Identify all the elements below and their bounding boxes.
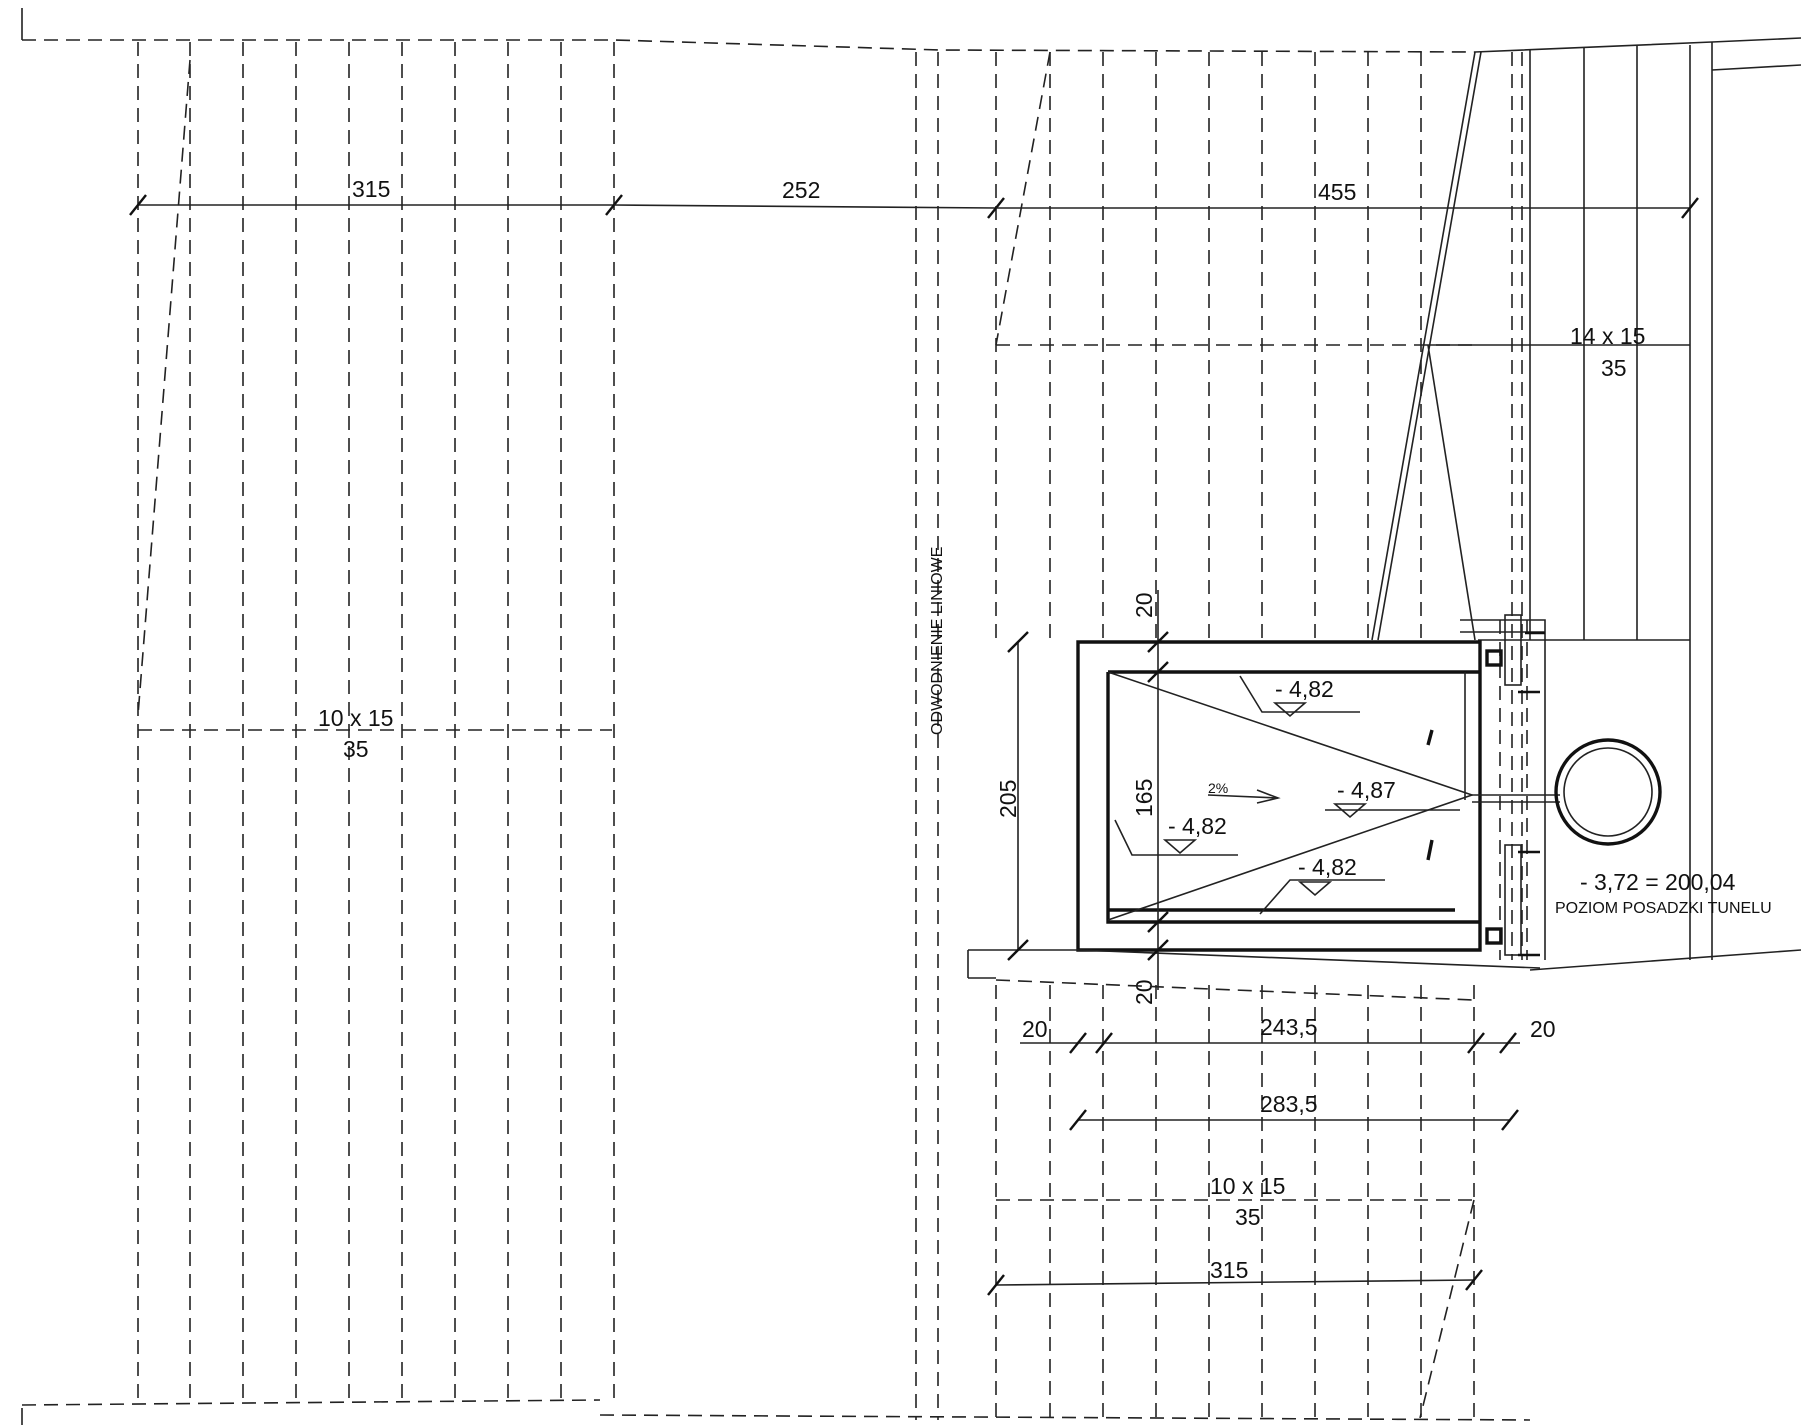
- right-stair-count: 14 x 15: [1570, 323, 1645, 349]
- dim-20-left-label: 20: [1022, 1016, 1048, 1042]
- right-stair: [1371, 37, 1801, 971]
- manhole-circle: [1554, 738, 1662, 846]
- left-stair-label: 10 x 15 35: [318, 705, 393, 762]
- left-stair-depth: 35: [343, 736, 369, 762]
- dim-252: 252: [613, 177, 1005, 219]
- bottom-stair-label: 10 x 15 35: [1210, 1173, 1285, 1230]
- dim-283-5-label: 283,5: [1260, 1091, 1318, 1117]
- dim-243-5: 20 243,5 20: [1020, 1014, 1556, 1054]
- level-left-label: - 4,82: [1168, 813, 1227, 839]
- drainage-channel: [915, 52, 939, 1420]
- dim-20-bottom-label: 20: [1131, 979, 1157, 1005]
- bottom-stair-count: 10 x 15: [1210, 1173, 1285, 1199]
- dim-455-label: 455: [1318, 179, 1356, 205]
- dim-315-bottom-label: 315: [1210, 1257, 1248, 1283]
- middle-stair-treads: [995, 51, 1475, 640]
- outer-boundary: [21, 39, 1531, 1421]
- dim-165: 165 20 20: [1131, 590, 1169, 1005]
- slope-label: 2%: [1208, 780, 1228, 796]
- dim-283-5: 283,5: [1069, 1091, 1519, 1131]
- dim-205-label: 205: [995, 780, 1021, 818]
- tunnel-floor-label: POZIOM POSADZKI TUNELU: [1555, 900, 1772, 917]
- level-markers: [1162, 702, 1368, 897]
- dim-315-bottom: 315: [987, 1257, 1483, 1296]
- tunnel-level-label: - 3,72 = 200,04: [1580, 869, 1736, 895]
- level-bottom-label: - 4,82: [1298, 854, 1357, 880]
- dim-20-right-label: 20: [1530, 1016, 1556, 1042]
- dim-455: 455: [996, 179, 1699, 219]
- pipe-connection: [1460, 614, 1560, 960]
- right-stair-depth: 35: [1601, 355, 1627, 381]
- dim-205: 205: [995, 631, 1029, 961]
- dim-243-5-label: 243,5: [1260, 1014, 1318, 1040]
- dim-20-top-label: 20: [1131, 592, 1157, 618]
- level-top-label: - 4,82: [1275, 676, 1334, 702]
- base-slab: [967, 949, 1541, 979]
- left-stair-count: 10 x 15: [318, 705, 393, 731]
- dim-165-label: 165: [1131, 779, 1157, 817]
- dim-315-top-label: 315: [352, 176, 390, 202]
- level-center-label: - 4,87: [1337, 777, 1396, 803]
- bottom-stair-depth: 35: [1235, 1204, 1261, 1230]
- drainage-label: ODWODNIENIE LINIOWE: [929, 547, 946, 735]
- bottom-stair-treads: [995, 979, 1475, 1419]
- dim-315-top: 315: [129, 176, 623, 216]
- right-stair-label: 14 x 15 35: [1570, 323, 1645, 381]
- dim-252-label: 252: [782, 177, 820, 203]
- left-stair-treads: [137, 42, 615, 1403]
